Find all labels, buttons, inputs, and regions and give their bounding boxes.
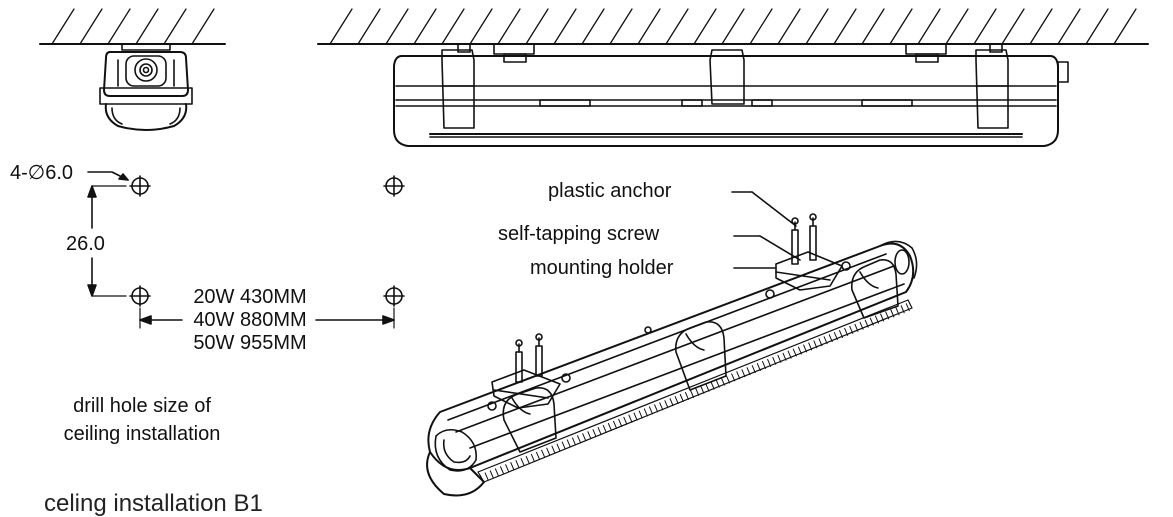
spacing-20w-label: 20W 430MM	[193, 286, 307, 308]
fixture-isometric-view	[426, 191, 918, 497]
hole-spec-label: 4-∅6.0	[10, 162, 74, 184]
ceiling-left	[39, 8, 226, 45]
fixture-front-view	[393, 43, 1069, 147]
caption-line-1: drill hole size of	[73, 395, 211, 417]
spacing-50w-label: 50W 955MM	[193, 332, 307, 354]
hole-top-right	[383, 175, 405, 197]
self-tapping-screw-label: self-tapping screw	[498, 223, 660, 245]
vertical-dimension-label: 26.0	[66, 233, 105, 255]
fixture-end-view	[99, 43, 193, 131]
ceiling-right	[317, 8, 1149, 45]
diagram-drawing	[39, 8, 1149, 497]
hole-top-left	[129, 175, 151, 197]
installation-diagram: 4-∅6.0 26.0 20W 430MM 40W 880MM 50W 955M…	[10, 8, 1149, 516]
plastic-anchor-label: plastic anchor	[548, 180, 672, 202]
hole-bottom-left	[129, 285, 151, 307]
drill-hole-layout	[87, 171, 405, 329]
spacing-40w-label: 40W 880MM	[193, 309, 307, 331]
hole-bottom-right	[383, 285, 405, 307]
partial-section-title: celing installation B1	[44, 490, 263, 517]
mounting-holder-label: mounting holder	[530, 257, 674, 279]
caption-line-2: ceiling installation	[63, 423, 221, 445]
